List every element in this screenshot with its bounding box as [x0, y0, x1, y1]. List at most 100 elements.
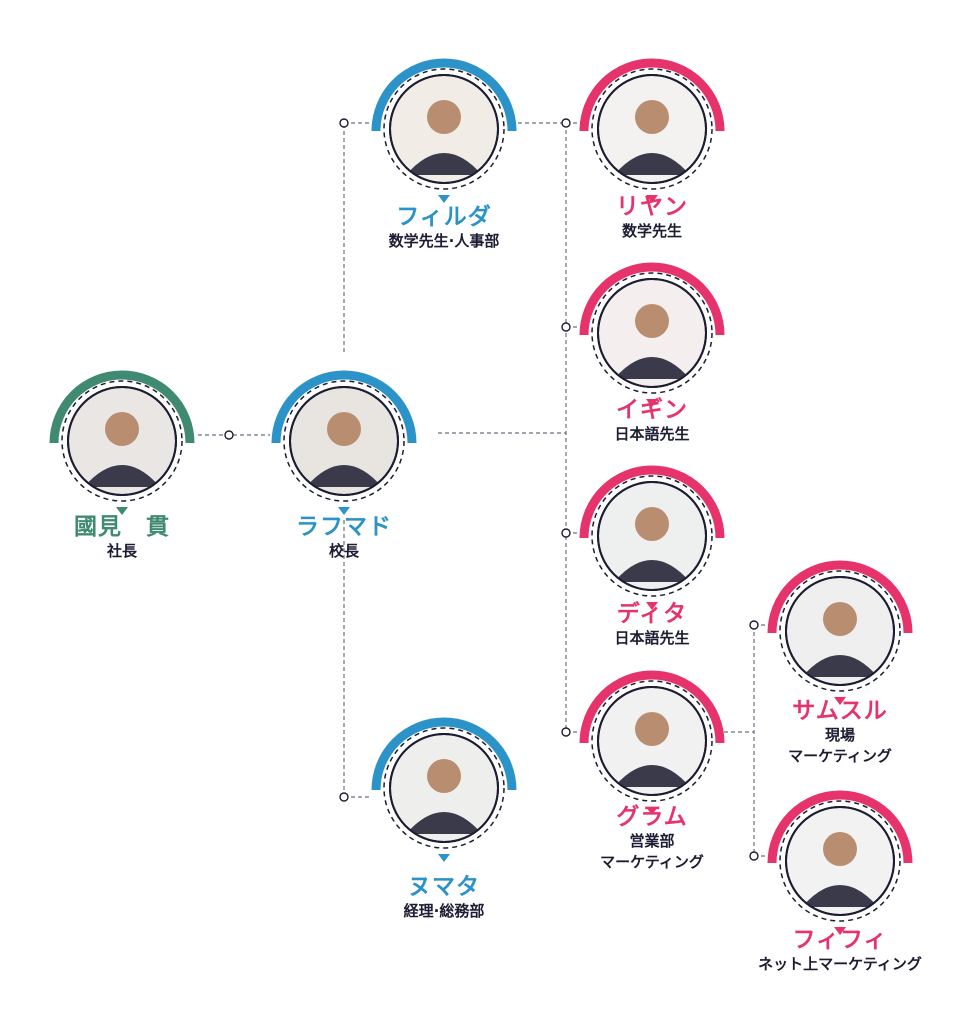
portrait-head	[427, 100, 461, 134]
person-role: 日本語先生	[614, 629, 690, 647]
person-label-samusuru: サムスル現場マーケティング	[720, 697, 960, 767]
person-name: フィフィ	[792, 927, 888, 953]
dashed-ring	[383, 727, 505, 849]
person-role: 社長	[106, 542, 137, 560]
person-node-dita	[579, 465, 725, 610]
person-node-numata	[371, 717, 517, 862]
pointer-triangle	[646, 195, 658, 203]
person-name: ラフマド	[296, 514, 392, 540]
portrait-shoulders	[84, 465, 160, 487]
person-role: 数学先生·人事部	[388, 232, 500, 250]
portrait-kunimi	[84, 412, 160, 487]
dashed-ring	[61, 380, 183, 502]
dashed-ring	[383, 68, 505, 190]
person-node-igin	[579, 262, 725, 407]
connector-dot	[561, 322, 571, 332]
person-role: マーケティング	[600, 853, 704, 871]
dashed-ring	[591, 272, 713, 394]
person-role: 日本語先生	[614, 425, 690, 443]
person-name: リヤン	[616, 194, 688, 220]
accent-arc	[579, 465, 725, 539]
pointer-triangle	[646, 807, 658, 815]
portrait-shoulders	[406, 812, 482, 834]
portrait-firuda	[406, 100, 482, 175]
person-role: 現場	[824, 726, 855, 744]
portrait-shoulders	[614, 560, 690, 582]
accent-arc	[371, 58, 517, 132]
pointer-triangle	[646, 399, 658, 407]
connector-dot	[561, 727, 571, 737]
connector-dot	[224, 430, 234, 440]
person-role: 営業部	[629, 832, 675, 850]
person-name: グラム	[616, 804, 688, 830]
person-label-riyan: リヤン数学先生	[532, 193, 772, 242]
portrait-head	[635, 304, 669, 338]
portrait-head	[823, 602, 857, 636]
portrait-numata	[406, 759, 482, 834]
portrait-shoulders	[406, 153, 482, 175]
portrait-head	[327, 412, 361, 446]
portrait-guramu	[614, 712, 690, 787]
portrait-shoulders	[802, 655, 878, 677]
person-name: 國見 貫	[74, 514, 170, 540]
portrait-head	[427, 759, 461, 793]
connector-lines	[198, 118, 768, 861]
person-node-guramu	[579, 670, 725, 815]
person-node-firuda	[371, 58, 517, 203]
person-name: ヌマタ	[408, 874, 480, 900]
accent-arc	[579, 670, 725, 744]
person-role: ネット上マーケティング	[758, 955, 922, 973]
dashed-ring	[779, 570, 901, 692]
portrait-shoulders	[306, 465, 382, 487]
connector-dot	[749, 620, 759, 630]
person-label-firuda: フィルダ数学先生·人事部	[324, 203, 564, 252]
person-nodes	[49, 58, 913, 935]
portrait-shoulders	[614, 765, 690, 787]
person-name: フィルダ	[396, 204, 492, 230]
person-role: 校長	[328, 542, 359, 560]
connector-dot	[339, 792, 349, 802]
person-node-samusuru	[767, 560, 913, 705]
person-role: 経理·総務部	[403, 902, 485, 920]
person-node-rafumado	[271, 370, 417, 515]
portrait-dita	[614, 507, 690, 582]
accent-arc	[767, 790, 913, 864]
person-label-dita: ディタ日本語先生	[532, 600, 772, 649]
portrait-shoulders	[614, 357, 690, 379]
person-label-numata: ヌマタ経理·総務部	[324, 873, 564, 922]
portrait-head	[105, 412, 139, 446]
person-node-riyan	[579, 58, 725, 203]
person-name: サムスル	[792, 698, 888, 724]
dashed-ring	[591, 680, 713, 802]
portrait-shoulders	[802, 885, 878, 907]
portrait-head	[823, 832, 857, 866]
connector-dot	[561, 528, 571, 538]
person-name: イギン	[616, 397, 688, 423]
person-role: マーケティング	[788, 747, 892, 765]
person-role: 数学先生	[621, 222, 682, 240]
connector-dot	[561, 118, 571, 128]
person-name: ディタ	[616, 601, 688, 627]
portrait-shoulders	[614, 153, 690, 175]
dashed-ring	[283, 380, 405, 502]
portrait-rafumado	[306, 412, 382, 487]
pointer-triangle	[438, 195, 450, 203]
person-node-fifi	[767, 790, 913, 935]
person-label-rafumado: ラフマド校長	[224, 513, 464, 562]
accent-arc	[271, 370, 417, 444]
portrait-head	[635, 507, 669, 541]
dashed-ring	[591, 68, 713, 190]
accent-arc	[767, 560, 913, 634]
pointer-triangle	[438, 854, 450, 862]
accent-arc	[49, 370, 195, 444]
portrait-riyan	[614, 100, 690, 175]
dashed-ring	[779, 800, 901, 922]
person-node-kunimi	[49, 370, 195, 515]
person-label-fifi: フィフィネット上マーケティング	[720, 926, 960, 975]
portrait-head	[635, 712, 669, 746]
connector-dot	[339, 118, 349, 128]
pointer-triangle	[646, 602, 658, 610]
pointer-triangle	[834, 697, 846, 705]
portrait-igin	[614, 304, 690, 379]
